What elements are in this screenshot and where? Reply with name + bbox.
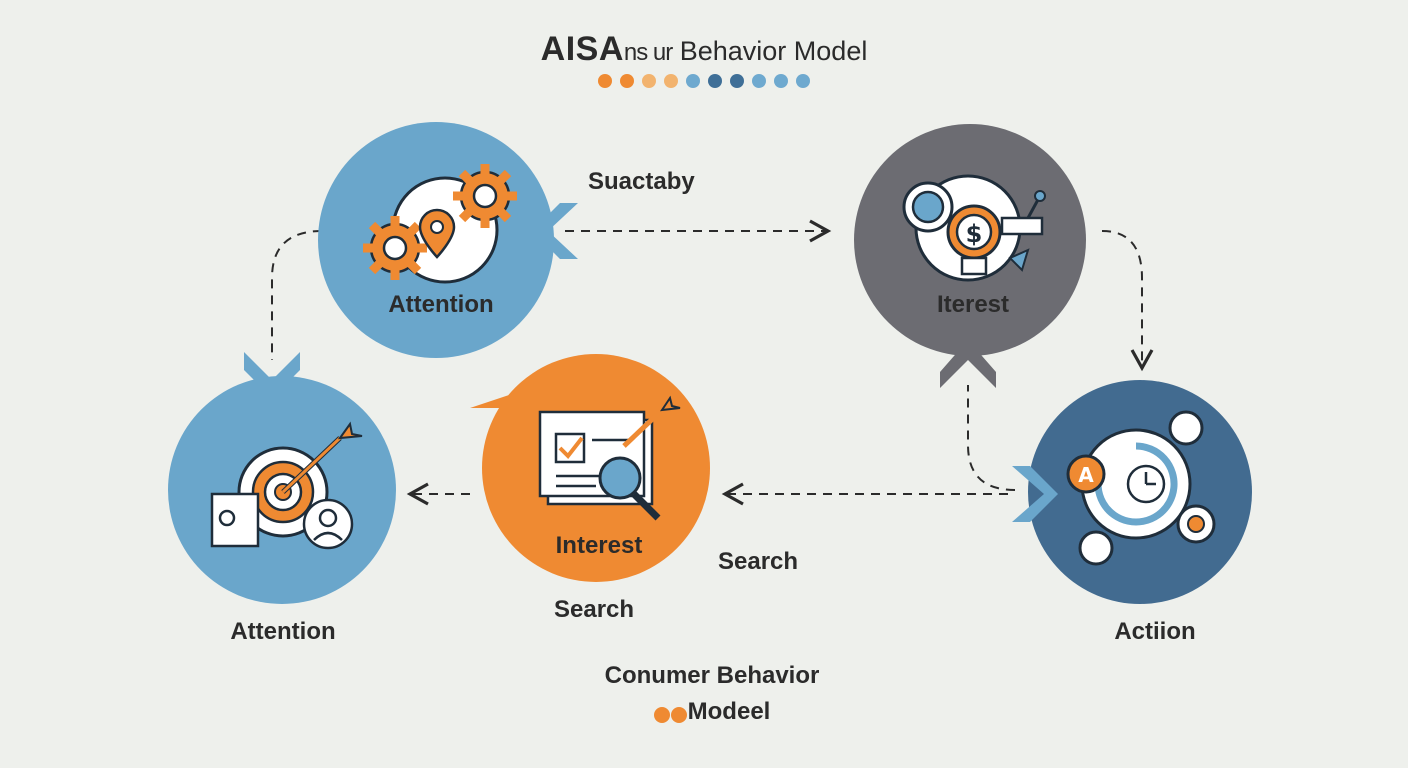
- title-dot: [730, 74, 744, 88]
- footer-line-2: Modeel: [0, 698, 1408, 726]
- edge-label-top: Suactaby: [588, 168, 695, 195]
- svg-text:$: $: [966, 220, 983, 248]
- title-dot: [598, 74, 612, 88]
- footer-dot: [653, 706, 670, 723]
- title-rest: Behavior Model: [672, 36, 868, 66]
- node-label-interest-top: Iterest: [936, 291, 1010, 318]
- node-interest-top: $: [854, 124, 1086, 388]
- title-dot-row: [0, 74, 1408, 88]
- edge-label-search-center: Search: [554, 596, 635, 623]
- chevron-up-icon: [940, 340, 996, 388]
- connector-interest-top-to-action: [1101, 230, 1154, 372]
- chevron-left-icon: [532, 203, 578, 259]
- gears-map-pin-icon: [363, 164, 517, 284]
- clock-cycle-icon: A: [1066, 410, 1216, 566]
- gears-lightbulb-dollar-icon: $: [902, 174, 1046, 282]
- checklist-magnifier-icon: [538, 395, 681, 521]
- title-dot: [664, 74, 678, 88]
- title-dot: [796, 74, 810, 88]
- footer-line-2-text: Modeel: [687, 698, 771, 725]
- node-attention-top: [318, 122, 578, 358]
- node-label-interest-middle: Interest: [555, 532, 643, 559]
- title-dot: [708, 74, 722, 88]
- arrow-pointer-icon: [470, 388, 530, 408]
- node-label-attention-bottom: Attention: [230, 618, 336, 645]
- title-dot: [752, 74, 766, 88]
- gear-target-arrow-icon: [210, 421, 363, 550]
- connector-attention-top-to-attention-bottom: [271, 230, 323, 360]
- title-dot: [620, 74, 634, 88]
- node-label-action: Actiion: [1114, 618, 1196, 645]
- title-middle: ns ur: [623, 39, 673, 66]
- title-dot: [774, 74, 788, 88]
- title-dot: [642, 74, 656, 88]
- edge-label-search-right: Search: [718, 548, 799, 575]
- node-attention-bottom: [168, 352, 396, 604]
- connector-action-to-interest-top: [967, 385, 1016, 491]
- footer-dot: [670, 706, 687, 723]
- footer-line-1: Conumer Behavior: [604, 662, 820, 689]
- title-acronym: AISA: [540, 30, 624, 68]
- node-interest-middle: [470, 354, 710, 582]
- chevron-down-icon: [244, 352, 300, 398]
- diagram-title: AISAns ur Behavior Model: [0, 30, 1408, 69]
- title-dot: [686, 74, 700, 88]
- svg-text:A: A: [1078, 463, 1094, 487]
- node-label-attention-top: Attention: [388, 291, 494, 318]
- connectors: [271, 219, 1154, 506]
- footer-dots: [653, 706, 688, 723]
- node-action: A: [1012, 380, 1252, 604]
- chevron-right-icon: [1012, 466, 1058, 522]
